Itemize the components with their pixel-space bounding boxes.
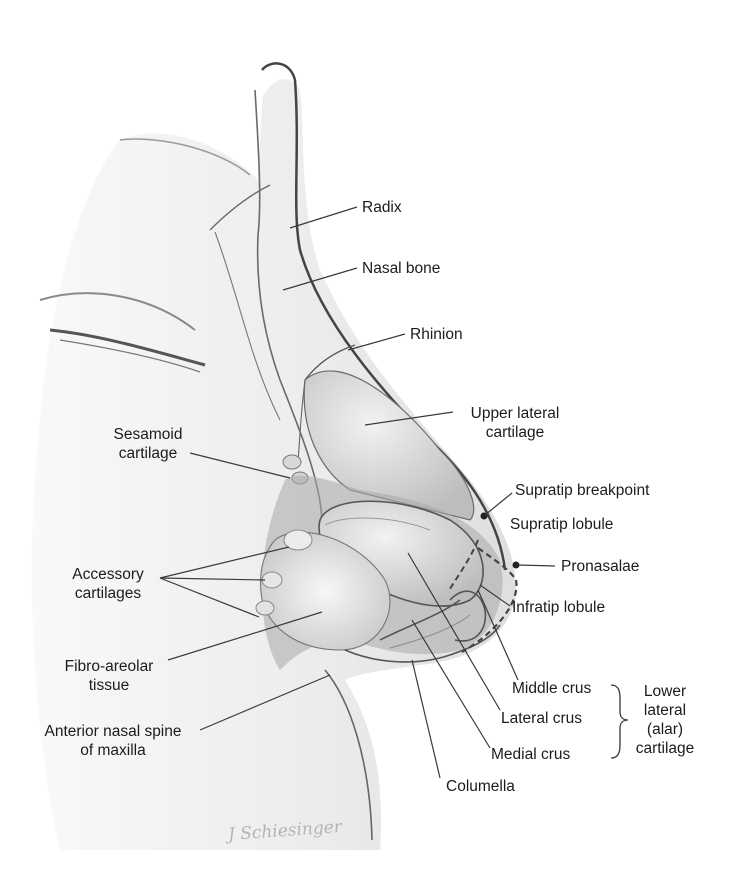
- label-anterior-line1: Anterior nasal spine: [44, 723, 182, 740]
- label-lower-line4: cartilage: [635, 740, 695, 757]
- label-rhinion: Rhinion: [410, 326, 463, 343]
- upper-lateral-cartilage-shape: [303, 370, 475, 521]
- label-sesamoid-line2: cartilage: [118, 445, 178, 462]
- leader-lines: [159, 206, 556, 779]
- accessory-cartilage-shapes: [255, 529, 313, 616]
- middle-crus-shape: [449, 590, 487, 642]
- columella-shape: [344, 624, 501, 663]
- label-lower-line3: (alar): [646, 721, 684, 738]
- label-radix: Radix: [362, 199, 402, 216]
- label-nasal-bone: Nasal bone: [362, 260, 441, 277]
- label-accessory-line1: Accessory: [72, 566, 144, 583]
- label-sesamoid-line1: Sesamoid: [113, 426, 183, 443]
- label-upper-lateral-line1: Upper lateral: [470, 405, 560, 422]
- face-skin: [31, 79, 516, 851]
- label-upper-lateral-line2: cartilage: [485, 424, 545, 441]
- label-middle-crus: Middle crus: [512, 680, 592, 697]
- label-lower-line1: Lower: [643, 683, 687, 700]
- nasal-bridge: [209, 62, 507, 571]
- label-lower-lateral-cartilage: Lower lateral (alar) cartilage: [625, 682, 705, 758]
- label-supratip-lobule: Supratip lobule: [510, 516, 614, 533]
- medial-crus-shape: [379, 599, 461, 641]
- label-anterior-line2: of maxilla: [80, 742, 146, 759]
- lower-lateral-brace: [610, 684, 629, 759]
- label-anterior-nasal-spine: Anterior nasal spine of maxilla: [28, 722, 198, 760]
- label-lateral-crus: Lateral crus: [501, 710, 582, 727]
- label-fibro-line1: Fibro-areolar: [64, 658, 154, 675]
- label-sesamoid-cartilage: Sesamoid cartilage: [98, 425, 198, 463]
- label-fibro-line2: tissue: [88, 677, 130, 694]
- label-infratip-lobule: Infratip lobule: [512, 599, 606, 616]
- label-accessory-cartilages: Accessory cartilages: [52, 565, 164, 603]
- label-accessory-line2: cartilages: [74, 585, 142, 602]
- label-fibro-areolar-tissue: Fibro-areolar tissue: [48, 657, 170, 695]
- pronasalae-dot: [512, 561, 520, 569]
- label-lower-line2: lateral: [643, 702, 687, 719]
- label-columella: Columella: [446, 778, 515, 795]
- label-pronasalae: Pronasalae: [561, 558, 640, 575]
- label-upper-lateral-cartilage: Upper lateral cartilage: [455, 404, 575, 442]
- tip-dashed-lines: [447, 539, 518, 653]
- label-supratip-breakpoint: Supratip breakpoint: [515, 482, 650, 499]
- label-medial-crus: Medial crus: [491, 746, 571, 763]
